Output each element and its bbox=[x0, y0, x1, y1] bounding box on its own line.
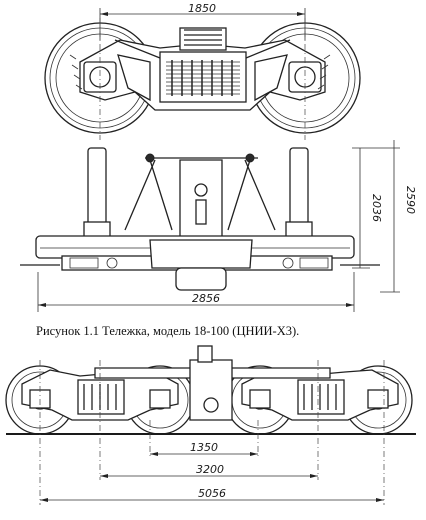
figure-caption: Рисунок 1.1 Тележка, модель 18-100 (ЦНИИ… bbox=[36, 324, 300, 338]
two-bogie-assembly-view: 1350 3200 5056 bbox=[5, 345, 416, 505]
dim-axle-spacing-label: 1350 bbox=[190, 441, 218, 454]
dim-bogie-centers-label: 3200 bbox=[196, 463, 224, 476]
dim-total-length-label: 5056 bbox=[198, 487, 226, 500]
dim-height-outer-label: 2590 bbox=[404, 186, 417, 214]
dim-wheelbase-label: 1850 bbox=[188, 2, 216, 15]
bogie-side-view: 1850 bbox=[44, 2, 361, 140]
dim-height-inner-label: 2036 bbox=[370, 194, 383, 222]
dim-width-label: 2856 bbox=[192, 292, 220, 305]
bogie-end-view: 2036 2590 2856 bbox=[20, 140, 417, 312]
